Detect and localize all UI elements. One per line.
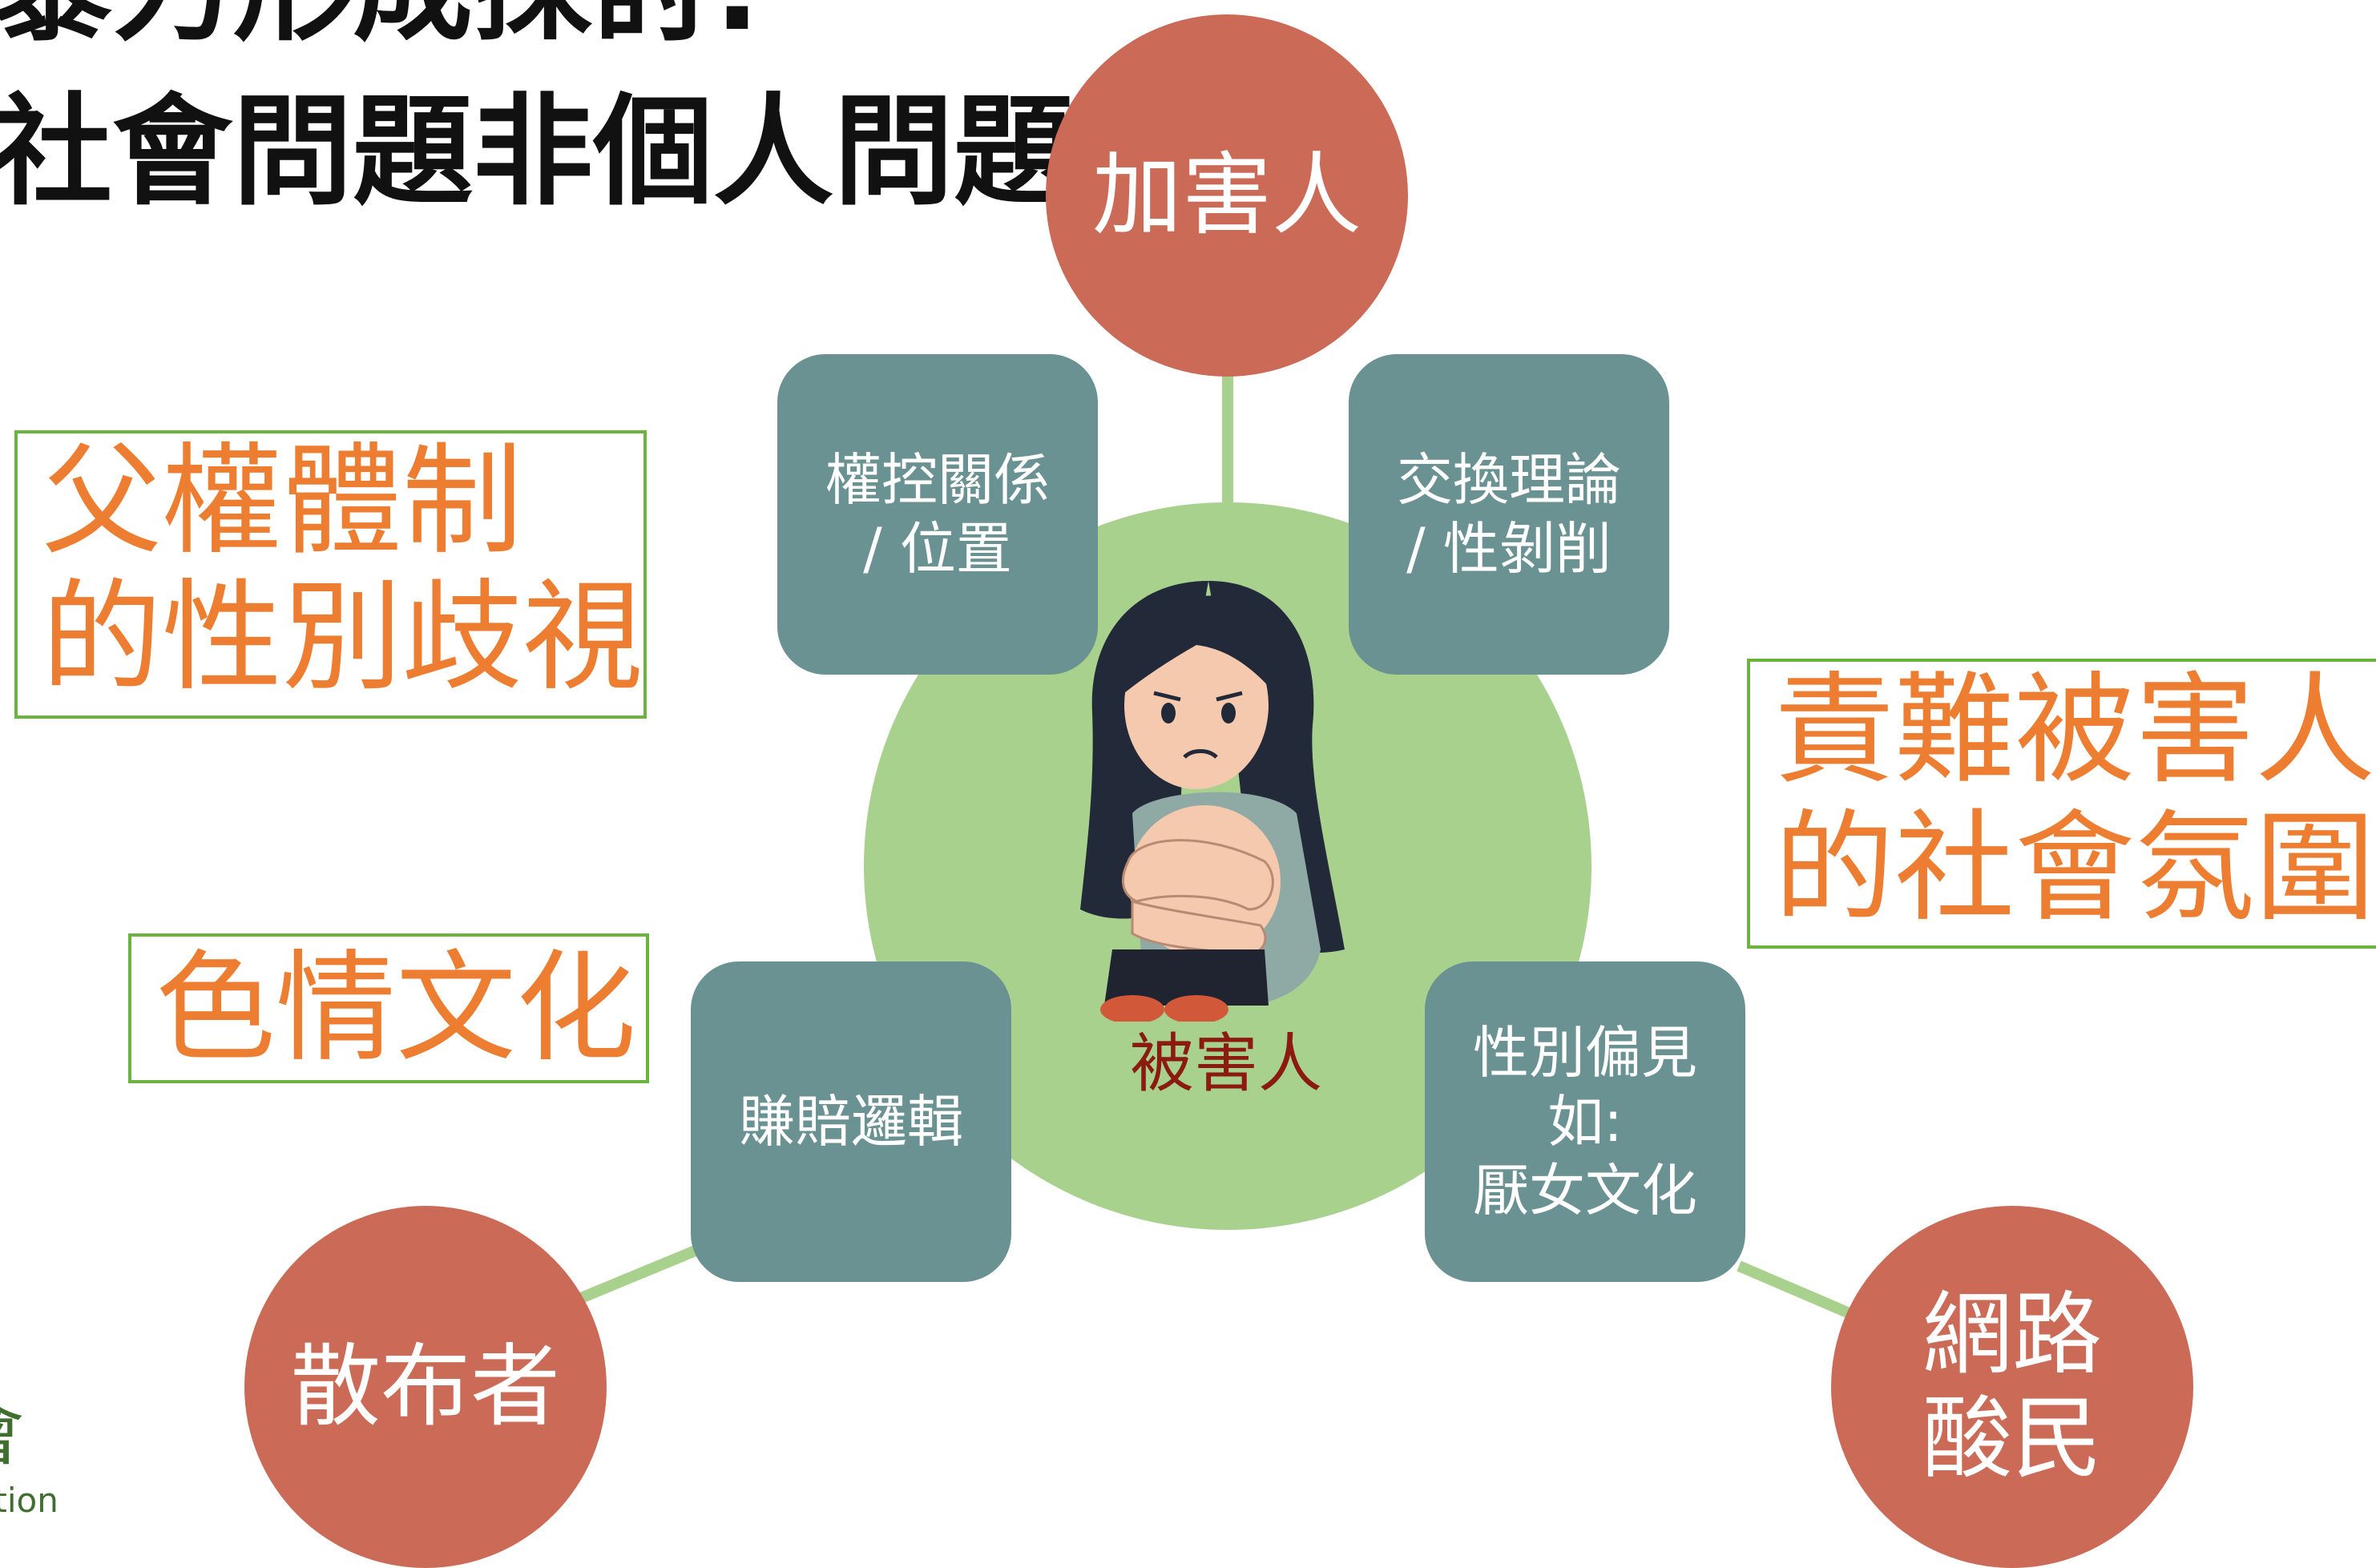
page-title-line-1: 暴力形成探討:: [0, 0, 761, 52]
actor-perpetrator-label: 加害人: [1092, 143, 1361, 248]
actor-online-trolls: 網路 酸民: [1831, 1206, 2193, 1568]
context-porn-culture: 色情文化: [128, 933, 649, 1083]
context-patriarchy: 父權體制 的性別歧視: [14, 430, 647, 719]
actor-trolls-label: 網路 酸民: [1922, 1283, 2102, 1491]
factor-exchange-theory: 交換理論 / 性剝削: [1349, 354, 1669, 675]
connector-spreader: [579, 1244, 700, 1304]
context-victim-blaming: 責難被害人 的社會氛圍: [1747, 659, 2376, 949]
factor-profit-logic: 賺賠邏輯: [691, 961, 1011, 1282]
factor-gender-bias: 性別偏見 如: 厭女文化: [1425, 961, 1745, 1282]
logo-character: 會: [0, 1394, 24, 1474]
actor-spreader-label: 散布者: [291, 1335, 560, 1439]
actor-perpetrator: 加害人: [1046, 14, 1408, 377]
foundation-logo: 會 dation: [0, 1394, 96, 1530]
factor-power-label: 權控關係 / 位置: [825, 447, 1050, 582]
victim-label: 被害人: [1130, 1026, 1322, 1101]
logo-text: dation: [0, 1481, 58, 1520]
sad-girl-illustration: [1080, 581, 1345, 1022]
actor-spreader: 散布者: [244, 1206, 607, 1568]
factor-profit-label: 賺賠邏輯: [739, 1089, 963, 1155]
factor-exchange-label: 交換理論 / 性剝削: [1397, 447, 1621, 582]
page-title-line-2: 社會問題非個人問題: [0, 83, 1075, 222]
factor-power-control: 權控關係 / 位置: [777, 354, 1098, 675]
factor-bias-label: 性別偏見 如: 厭女文化: [1473, 1020, 1697, 1223]
connector-trolls: [1737, 1260, 1854, 1320]
